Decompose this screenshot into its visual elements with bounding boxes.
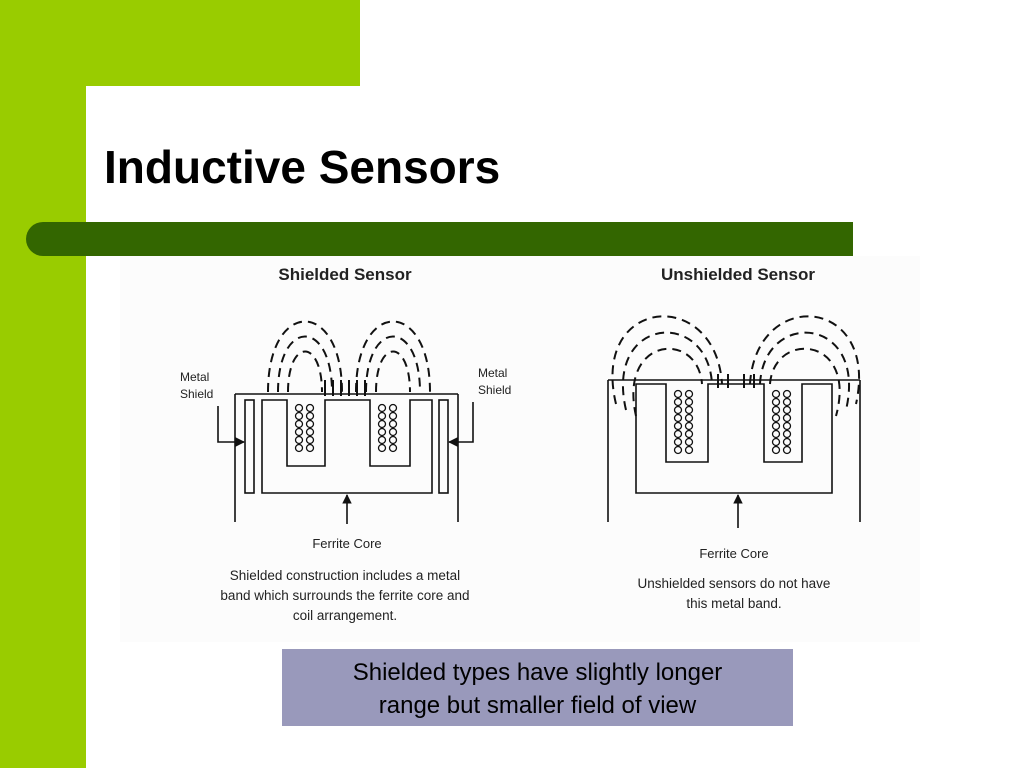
svg-text:Shielded construction includes: Shielded construction includes a metal [230, 568, 460, 583]
metal-shield-label-right: Metal Shield [478, 366, 511, 397]
metal-shield-left [244, 399, 255, 494]
caption-box: Shielded types have slightly longer rang… [282, 649, 793, 726]
title-underline-bar [26, 222, 853, 256]
svg-text:Unshielded sensors do not have: Unshielded sensors do not have [638, 576, 831, 591]
shielded-description: Shielded construction includes a metal b… [220, 568, 469, 623]
unshielded-field-lines [611, 315, 860, 417]
unshielded-description: Unshielded sensors do not have this meta… [638, 576, 831, 611]
shielded-field-lines [267, 320, 431, 393]
svg-text:Shield: Shield [180, 387, 213, 401]
content-corner [86, 86, 146, 146]
shielded-coil-right [377, 403, 398, 453]
svg-text:band which surrounds the ferri: band which surrounds the ferrite core an… [220, 588, 469, 603]
shielded-heading: Shielded Sensor [278, 265, 412, 284]
ferrite-core-shielded [261, 399, 433, 494]
unshielded-coil-right [771, 389, 792, 455]
unshielded-heading: Unshielded Sensor [661, 265, 815, 284]
sensor-diagram: Shielded Sensor [120, 256, 920, 642]
svg-text:this metal band.: this metal band. [686, 596, 781, 611]
caption-line-2: range but smaller field of view [378, 692, 697, 719]
unshielded-coil-left [673, 389, 694, 455]
unshielded-flux-ticks [717, 374, 755, 388]
unshielded-core-label: Ferrite Core [699, 546, 768, 561]
svg-text:coil arrangement.: coil arrangement. [293, 608, 397, 623]
caption-line-1: Shielded types have slightly longer [352, 659, 723, 686]
accent-bar-left [0, 0, 86, 768]
svg-text:Metal: Metal [180, 370, 209, 384]
slide-title: Inductive Sensors [104, 141, 501, 193]
svg-text:Metal: Metal [478, 366, 507, 380]
shielded-coil-left [294, 403, 315, 453]
shielded-sensor: Shielded Sensor [180, 265, 511, 623]
svg-text:Shield: Shield [478, 383, 511, 397]
ferrite-core-unshielded [635, 383, 833, 494]
unshielded-sensor: Unshielded Sensor [607, 265, 861, 611]
metal-shield-label-left: Metal Shield [180, 370, 213, 401]
shielded-core-label: Ferrite Core [312, 536, 381, 551]
accent-bar-top [86, 0, 360, 86]
metal-shield-right [438, 399, 449, 494]
